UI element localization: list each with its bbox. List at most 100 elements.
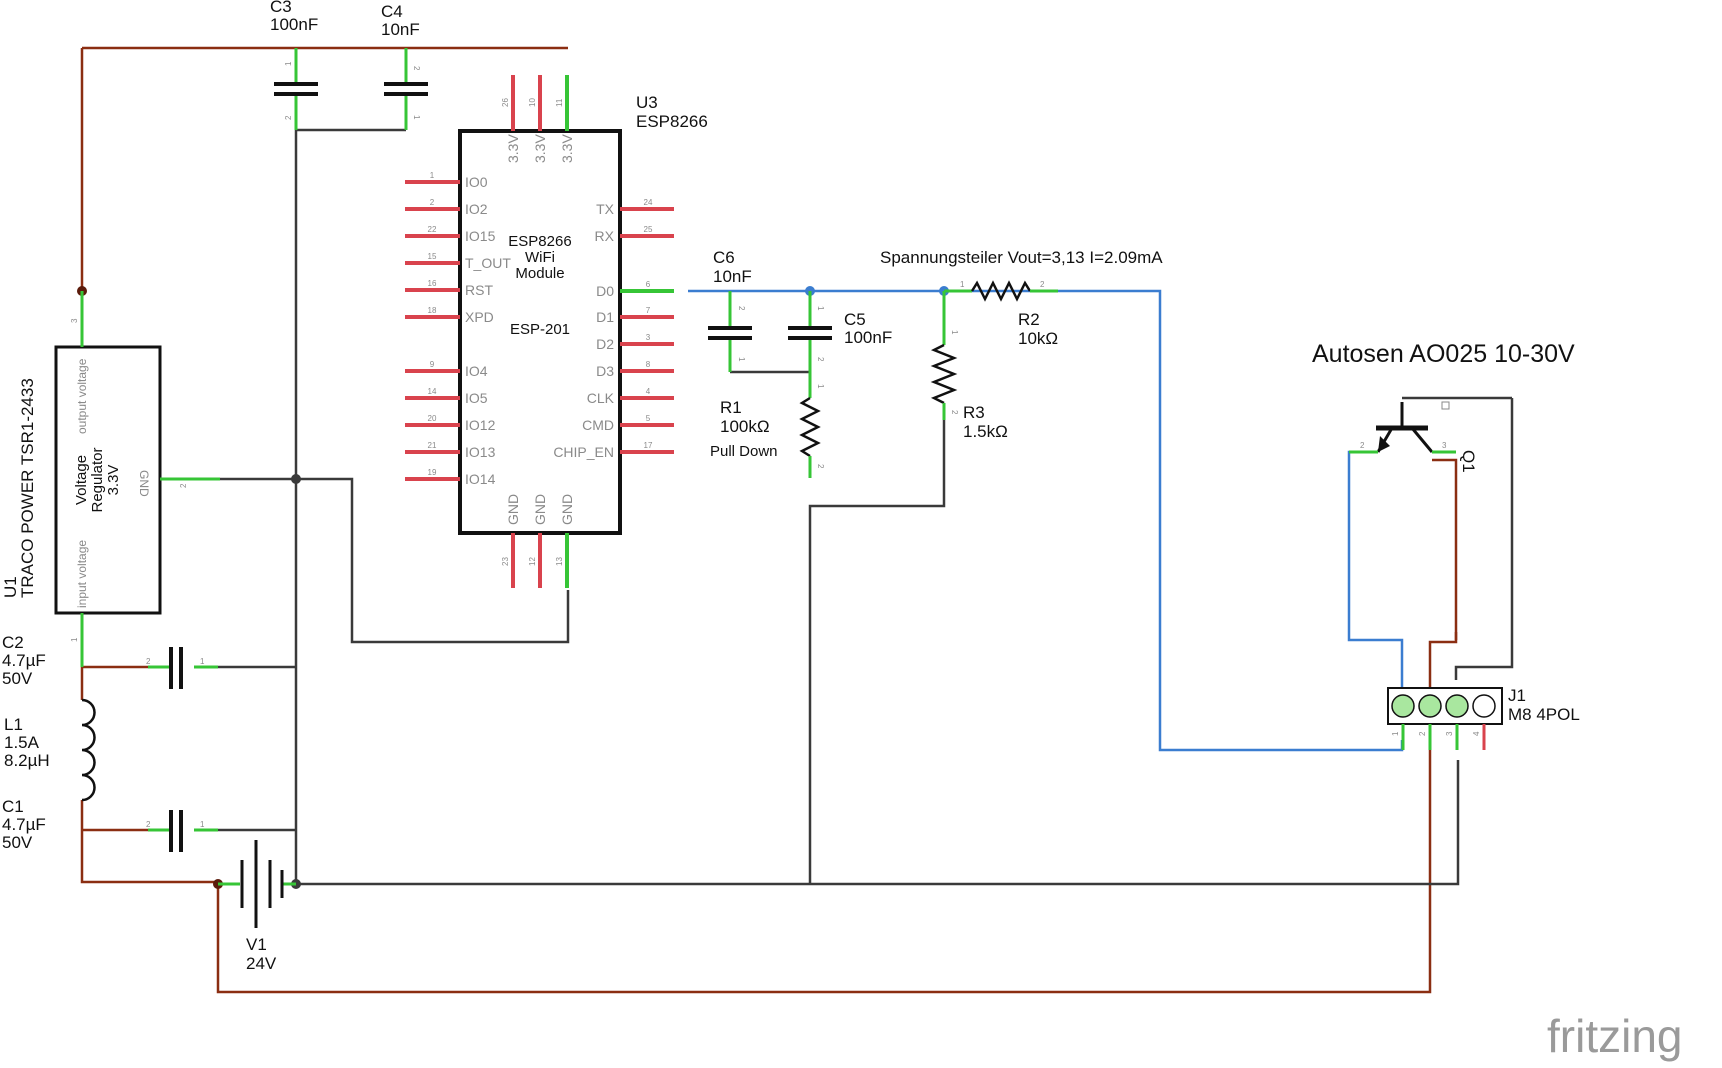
diagram-title: Autosen AO025 10-30V bbox=[1312, 340, 1575, 368]
r2-pin-a: 1 bbox=[960, 280, 965, 289]
c3-ref: C3 bbox=[270, 0, 292, 16]
u3-bottom-pin-lines bbox=[511, 533, 569, 588]
c5-ref: C5 bbox=[844, 310, 866, 329]
j1-ref: J1 bbox=[1508, 686, 1526, 705]
r3-pin-a: 1 bbox=[950, 330, 959, 335]
wire-bottom-return bbox=[216, 632, 1458, 994]
j1-pin-number: 4 bbox=[1472, 731, 1481, 736]
u1-name: TRACO POWER TSR1-2433 bbox=[18, 378, 37, 598]
pin-label: 3.3V bbox=[532, 134, 548, 163]
pin-label: XPD bbox=[465, 309, 494, 325]
r2-value: 10kΩ bbox=[1018, 329, 1058, 348]
c2-pin-a: 2 bbox=[146, 657, 151, 666]
c3-value: 100nF bbox=[270, 15, 318, 34]
j1-pin-number: 3 bbox=[1445, 731, 1454, 736]
r1-note: Pull Down bbox=[710, 443, 778, 460]
annotation-text: Spannungsteiler Vout=3,13 I=2.09mA bbox=[880, 248, 1163, 267]
l1-value: 8.2µH bbox=[4, 751, 50, 770]
c1-ref: C1 bbox=[2, 797, 24, 816]
j1-pin-1 bbox=[1391, 694, 1415, 718]
pin-number: 1 bbox=[430, 171, 435, 180]
u3-model: ESP-201 bbox=[510, 321, 570, 338]
pin-label: D1 bbox=[596, 309, 614, 325]
wire-q1-emitter-j1-4 bbox=[1454, 398, 1514, 680]
pin-label: TX bbox=[596, 201, 615, 217]
c5-capacitor: 1 2 C5 100nF bbox=[788, 291, 892, 372]
c1-voltage: 50V bbox=[2, 833, 33, 852]
q1-transistor: 2 3 Q1 bbox=[1349, 396, 1512, 473]
u3-left-pin-lines bbox=[405, 180, 460, 481]
pin-number: 25 bbox=[644, 225, 653, 234]
q1-pin-a: 2 bbox=[1360, 441, 1365, 450]
r1-ref: R1 bbox=[720, 398, 742, 417]
pin-number: 8 bbox=[646, 360, 651, 369]
c2-value: 4.7µF bbox=[2, 651, 46, 670]
c6-ref: C6 bbox=[713, 248, 735, 267]
u3-left-pin-numbers: 1 2 22 15 16 18 9 14 20 21 19 bbox=[428, 171, 437, 477]
j1-value: M8 4POL bbox=[1508, 705, 1580, 724]
wire-u1-gnd bbox=[220, 477, 570, 644]
c6-capacitor: 2 1 C6 10nF bbox=[708, 248, 752, 372]
pin-number: 23 bbox=[501, 557, 510, 566]
u1-body-line2: Regulator bbox=[89, 447, 106, 512]
blue-wires bbox=[688, 289, 1404, 752]
c4-pin-a: 2 bbox=[412, 66, 421, 71]
u1-ref: U1 bbox=[1, 576, 20, 598]
pin-number: 16 bbox=[428, 279, 437, 288]
c4-pin-b: 1 bbox=[412, 115, 421, 120]
pin-label: IO15 bbox=[465, 228, 496, 244]
u3-top-pin-labels: 3.3V 3.3V 3.3V 26 10 11 bbox=[501, 98, 575, 163]
c1-capacitor: 2 1 C1 4.7µF 50V bbox=[2, 797, 218, 852]
c3-capacitor: 1 2 C3 100nF bbox=[270, 0, 318, 130]
pin-number: 11 bbox=[555, 98, 564, 107]
wires bbox=[80, 46, 1514, 994]
j1-pin-number: 1 bbox=[1391, 731, 1400, 736]
r3-pin-b: 2 bbox=[950, 410, 959, 415]
r2-resistor: 1 2 R2 10kΩ bbox=[944, 280, 1058, 348]
u3-left-pin-labels: IO0 IO2 IO15 T_OUT RST XPD IO4 IO5 IO12 … bbox=[465, 174, 511, 487]
u3-bottom-pin-labels: GND GND GND 23 12 13 bbox=[501, 494, 575, 566]
pin-label: D3 bbox=[596, 363, 614, 379]
pin-label: IO2 bbox=[465, 201, 488, 217]
u3-ref: U3 bbox=[636, 93, 658, 112]
c4-ref: C4 bbox=[381, 2, 403, 21]
pin-number: 19 bbox=[428, 468, 437, 477]
u3-esp8266: U3 ESP8266 ESP8266 WiFi Module ESP-201 I… bbox=[405, 75, 708, 588]
pin-number: 3 bbox=[646, 333, 651, 342]
wire-inductor-rail bbox=[80, 667, 218, 884]
pin-number: 26 bbox=[501, 98, 510, 107]
u3-right-pin-labels: TX RX D0 D1 D2 D3 CLK CMD CHIP_EN bbox=[553, 201, 614, 460]
pin-number: 7 bbox=[646, 306, 651, 315]
pin-number: 22 bbox=[428, 225, 437, 234]
pin-number: 15 bbox=[428, 252, 437, 261]
u3-right-pin-numbers: 24 25 6 7 3 8 4 5 17 bbox=[644, 198, 653, 450]
wire-gnd-bottom bbox=[296, 760, 1460, 886]
u3-top-pin-lines bbox=[511, 75, 569, 131]
pin-label: IO5 bbox=[465, 390, 488, 406]
u1-gnd-label: GND bbox=[137, 470, 151, 497]
pin-number: 14 bbox=[428, 387, 437, 396]
c4-capacitor: 2 1 C4 10nF bbox=[381, 2, 428, 130]
v1-battery: V1 24V bbox=[218, 840, 296, 973]
junction-dot bbox=[291, 474, 301, 484]
pin-number: 10 bbox=[528, 98, 537, 107]
pin-number: 9 bbox=[430, 360, 435, 369]
c4-value: 10nF bbox=[381, 20, 420, 39]
q1-pin-b: 3 bbox=[1442, 441, 1447, 450]
wire-q1-base bbox=[1347, 450, 1404, 690]
red-wires bbox=[80, 46, 1458, 994]
l1-current: 1.5A bbox=[4, 733, 40, 752]
r3-resistor: 1 2 R3 1.5kΩ bbox=[930, 291, 1008, 441]
c5-pin-a: 1 bbox=[816, 306, 825, 311]
pin-label: CMD bbox=[582, 417, 614, 433]
r1-resistor: 1 2 R1 100kΩ Pull Down bbox=[710, 372, 825, 478]
pin-number: 2 bbox=[430, 198, 435, 207]
j1-pin-number: 2 bbox=[1418, 731, 1427, 736]
pin-label: IO4 bbox=[465, 363, 488, 379]
pin-label: 3.3V bbox=[559, 134, 575, 163]
u3-body-line2: WiFi bbox=[525, 249, 555, 266]
r1-pin-a: 1 bbox=[816, 384, 825, 389]
u1-output-label: output voltage bbox=[75, 358, 89, 434]
pin-number: 24 bbox=[644, 198, 653, 207]
r1-pin-b: 2 bbox=[816, 464, 825, 469]
